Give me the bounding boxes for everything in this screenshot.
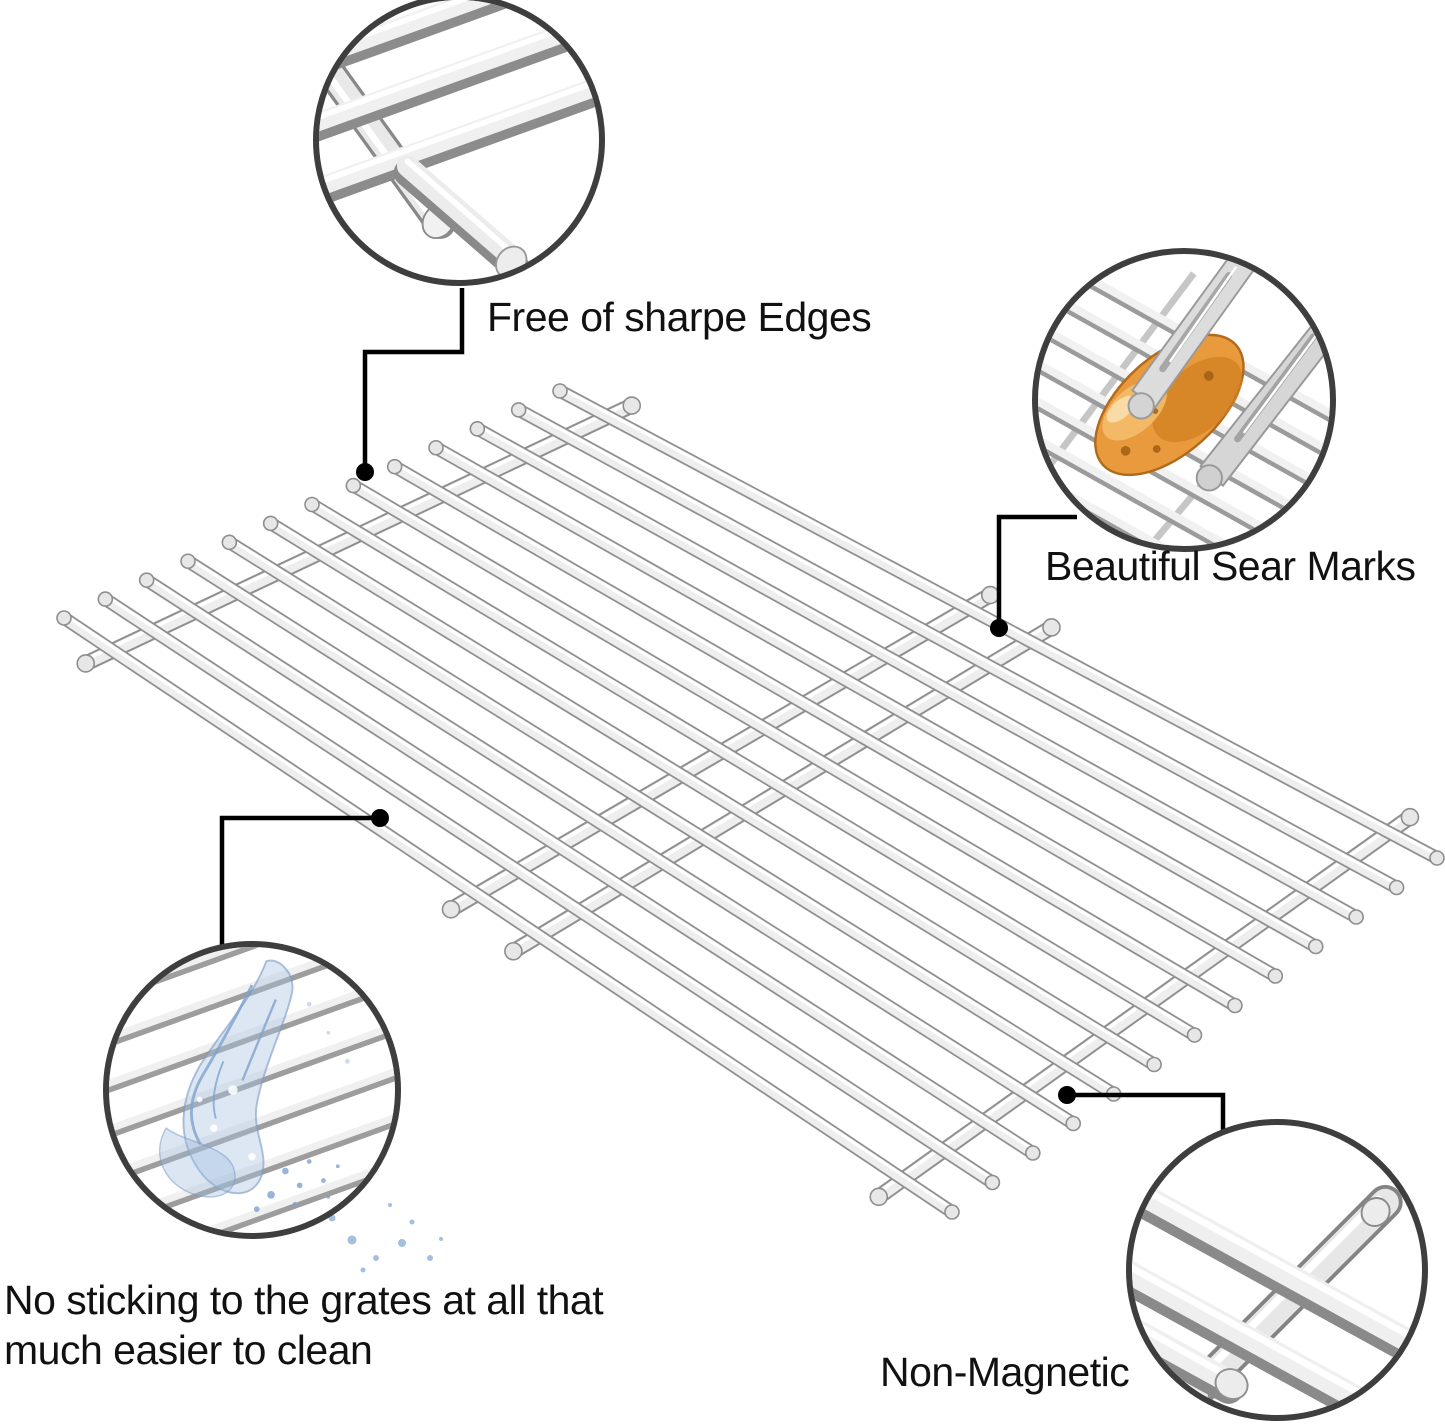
- water-splash: [158, 959, 350, 1213]
- leader-line-sear-marks: [996, 514, 1077, 628]
- crossed-rods-closeup-icon: [1132, 1175, 1422, 1415]
- leader-line-non-magnetic: [1067, 1092, 1226, 1133]
- callout-label-sharp-edges: Free of sharpe Edges: [487, 294, 872, 340]
- callout-circle-sear-marks: [1032, 248, 1336, 552]
- leader-dot-sear-marks: [990, 619, 1008, 637]
- closeup-stub-rod: [393, 155, 529, 280]
- callout-circle-non-magnetic: [1126, 1119, 1428, 1421]
- callout-label-non-magnetic: Non-Magnetic: [880, 1349, 1130, 1395]
- callout-circle-sharp-edges: [313, 0, 605, 286]
- leader-dot-sharp-edges: [356, 463, 374, 481]
- tongs-icon: [1127, 254, 1330, 492]
- leader-dot-easy-clean: [371, 809, 389, 827]
- leader-line-easy-clean: [219, 815, 380, 946]
- easy-clean-line-2: much easier to clean: [4, 1327, 373, 1373]
- leader-line-sharp-edges: [362, 288, 465, 472]
- leader-dots: [356, 463, 1076, 1104]
- leader-dot-non-magnetic: [1058, 1086, 1076, 1104]
- water-splash-on-grate-icon: [109, 947, 395, 1233]
- easy-clean-line-1: No sticking to the grates at all that: [4, 1277, 604, 1323]
- closeup-rods: [1132, 1175, 1422, 1415]
- leader-lines: [219, 288, 1226, 1133]
- callout-label-sear-marks: Beautiful Sear Marks: [1045, 543, 1416, 589]
- tongs-chicken-on-grate-icon: [1038, 254, 1330, 546]
- polished-rods-closeup-icon: [319, 0, 599, 280]
- callout-label-easy-clean: No sticking to the grates at all that mu…: [4, 1275, 604, 1375]
- callout-circle-easy-clean: [103, 941, 401, 1239]
